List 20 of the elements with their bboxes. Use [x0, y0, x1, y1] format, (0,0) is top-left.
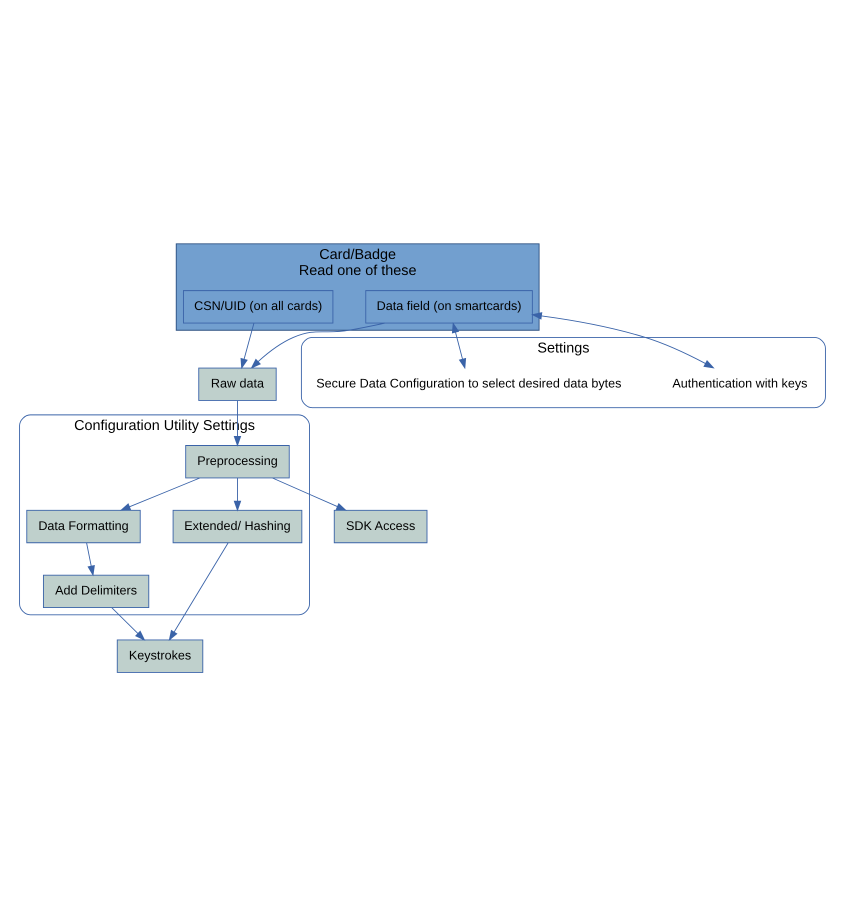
arrow: [86, 542, 95, 576]
node-box: Extended/ Hashing: [172, 510, 302, 544]
arrow: [168, 542, 229, 641]
arrow: [452, 322, 466, 370]
arrow: [234, 478, 242, 512]
arrow: [111, 607, 146, 641]
node-box: Keystrokes: [116, 640, 204, 673]
arrow: [272, 478, 347, 511]
node-box: SDK Access: [334, 510, 428, 544]
arrow: [240, 322, 254, 370]
node-box: Data Formatting: [26, 510, 141, 544]
node-box: CSN/UID (on all cards): [183, 290, 334, 324]
node-box: Add Delimiters: [42, 574, 150, 608]
node-text: Authentication with keys: [672, 376, 808, 391]
arrow: [120, 478, 200, 511]
arrow: [531, 312, 715, 368]
node-box: Raw data: [198, 368, 277, 401]
node-box: Preprocessing: [185, 445, 290, 478]
node-text: Secure Data Configuration to select desired data bytes: [316, 376, 622, 391]
node-box: Data field (on smartcards): [365, 290, 533, 324]
